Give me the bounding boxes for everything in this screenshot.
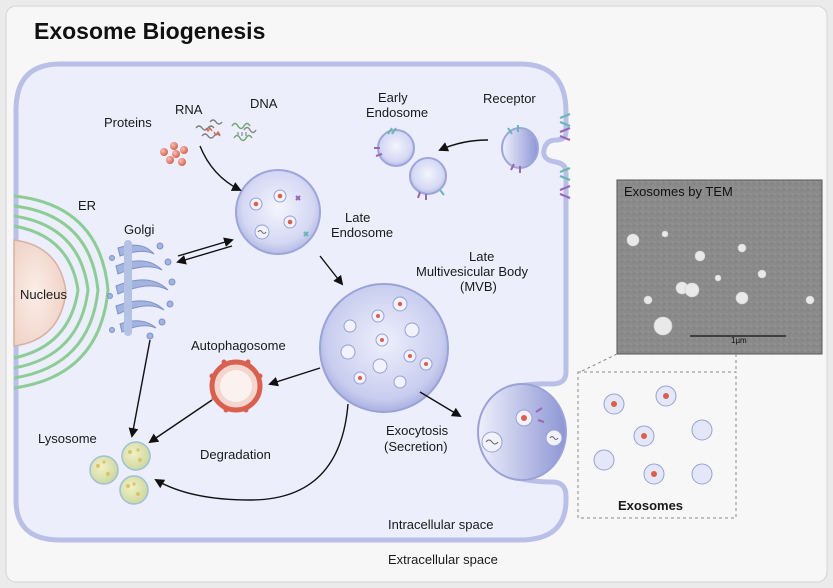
golgi-apparatus	[107, 240, 176, 340]
label-early-endosome-1: Early	[378, 90, 408, 105]
late-endosome	[235, 169, 321, 255]
label-exosomes: Exosomes	[618, 498, 684, 513]
label-proteins: Proteins	[104, 115, 152, 130]
label-autophagosome: Autophagosome	[191, 338, 286, 353]
lysosome-granules	[96, 448, 142, 496]
label-early-endosome-2: Endosome	[366, 105, 429, 120]
page-title: Exosome Biogenesis	[34, 18, 266, 44]
label-exocytosis-1: Exocytosis	[386, 423, 449, 438]
lysosomes	[89, 441, 151, 505]
label-late-endosome-1: Late	[345, 210, 371, 225]
endocytic-pit	[501, 125, 539, 173]
label-dna: DNA	[250, 96, 278, 111]
multivesicular-body	[319, 283, 449, 413]
tem-scale-label: 1μm	[731, 336, 747, 345]
pathway-arrows	[128, 139, 489, 501]
label-rna: RNA	[175, 102, 203, 117]
label-golgi: Golgi	[124, 222, 155, 237]
fusing-mvb	[477, 383, 567, 481]
receptors	[559, 112, 571, 200]
mvb-cargo-dots	[358, 301, 428, 380]
tem-image	[616, 179, 823, 355]
early-endosomes	[374, 127, 447, 200]
label-er: ER	[78, 198, 97, 213]
tem-title: Exosomes by TEM	[624, 184, 733, 199]
label-receptor: Receptor	[483, 91, 536, 106]
protein-molecules	[160, 142, 188, 166]
rna-strands	[195, 119, 223, 139]
er-membranes	[13, 194, 110, 390]
nucleus	[13, 239, 67, 347]
label-lysosome: Lysosome	[38, 431, 97, 446]
label-mvb-2: Multivesicular Body	[416, 264, 528, 279]
label-intracellular-space: Intracellular space	[388, 517, 494, 532]
label-mvb-1: Late	[469, 249, 495, 264]
label-late-endosome-2: Endosome	[331, 225, 394, 240]
dna-strands	[231, 122, 257, 142]
label-nucleus: Nucleus	[20, 287, 67, 302]
label-exocytosis-2: (Secretion)	[384, 439, 448, 454]
label-degradation: Degradation	[200, 447, 271, 462]
late-endosome-cargo	[249, 189, 309, 240]
label-mvb-3: (MVB)	[460, 279, 497, 294]
zoom-lines	[577, 353, 737, 519]
released-exosome-cargo	[611, 393, 669, 477]
autophagosome	[209, 359, 263, 413]
label-extracellular-space: Extracellular space	[388, 552, 498, 567]
